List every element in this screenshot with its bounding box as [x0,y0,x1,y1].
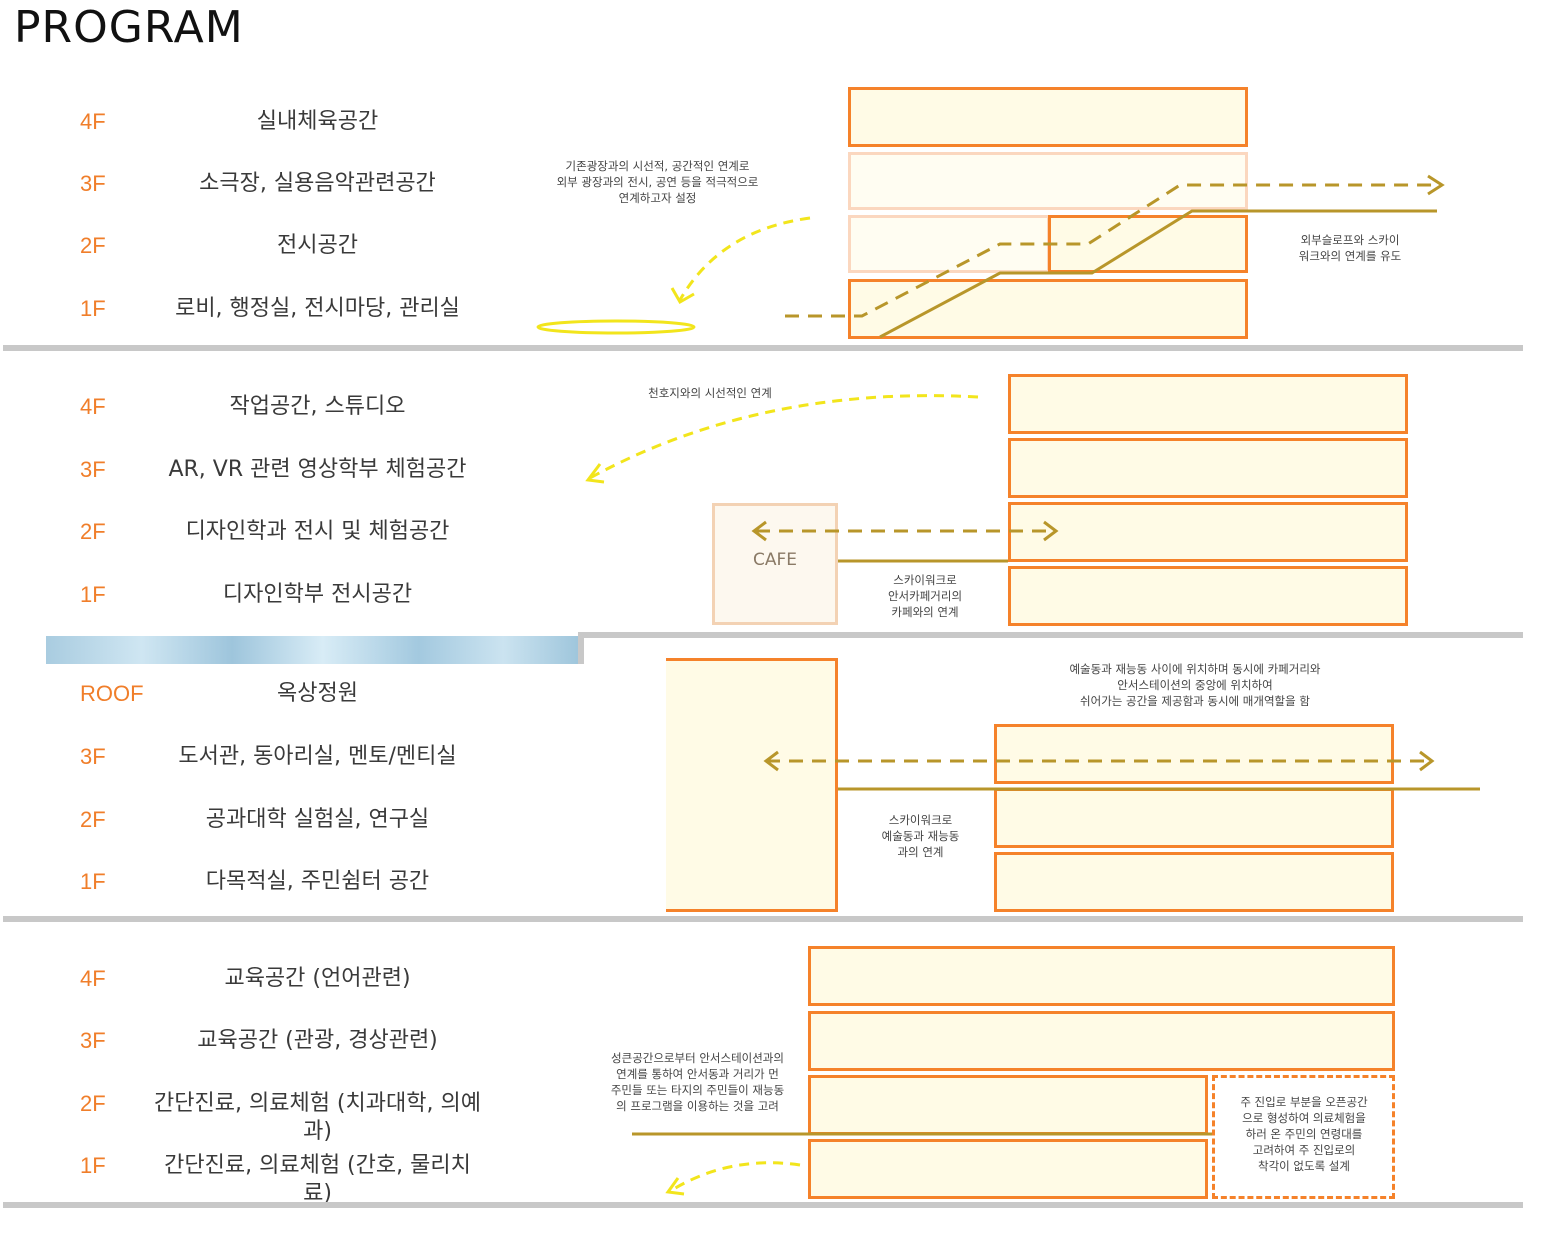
building-floor-box [1008,502,1408,562]
floor-program: 다목적실, 주민쉼터 공간 [205,869,430,894]
building-floor-box [808,946,1395,1006]
building-floor-box [1048,215,1248,273]
building-floor-box [848,152,1248,210]
sightline-arrowhead [665,1177,685,1196]
floor-program: 옥상정원 [277,681,358,706]
floor-program: 전시공간 [277,233,358,258]
floor-program: 디자인학과 전시 및 체험공간 [185,519,450,544]
floor-label: 2F [80,1091,106,1116]
floor-label: 1F [80,296,106,321]
floor-program: 로비, 행정실, 전시마당, 관리실 [175,296,460,321]
water-pattern [46,636,578,664]
annotation-note: 외부슬로프와 스카이 워크와의 연계를 유도 [1298,233,1402,263]
floor-label: 1F [80,1153,106,1178]
building-floor-box [848,215,1050,273]
annotation-note: 스카이워크로 안서카페거리의 카페와의 연계 [887,573,963,619]
floor-program: 소극장, 실용음악관련공간 [199,171,436,196]
floor-label: 1F [80,582,106,607]
floor-program: 공과대학 실험실, 연구실 [205,807,430,832]
floor-program: 작업공간, 스튜디오 [229,394,406,419]
floor-label: 3F [80,171,106,196]
sightline-arrowhead [670,287,695,305]
building-section-box [666,658,838,912]
annotation-note: 스카이워크로 예술동과 재능동 과의 연계 [881,813,960,859]
floor-label: ROOF [80,681,144,706]
floor-program: 간단진료, 의료체험 (치과대학, 의예과) [154,1091,481,1144]
floor-label: 3F [80,457,106,482]
floor-label: 3F [80,744,106,769]
section-divider [580,632,1523,638]
sightline-arrow [589,394,979,480]
building-floor-box [994,788,1394,848]
open-entrance-box [1212,1075,1395,1199]
building-floor-box [1008,374,1408,434]
plaza-ellipse [536,319,696,335]
building-floor-box [808,1075,1208,1135]
floor-program: AR, VR 관련 영상학부 체험공간 [168,457,467,482]
cafe-label: CAFE [752,550,798,570]
building-floor-box [848,87,1248,147]
sightline-arrow [678,216,811,301]
annotation-note: 기존광장과의 시선적, 공간적인 연계로 외부 광장과의 전시, 공연 등을 적… [556,159,759,205]
floor-label: 3F [80,1028,106,1053]
floor-label: 4F [80,966,106,991]
annotation-note: 천호지와의 시선적인 연계 [648,386,772,400]
path-arrowhead [1427,174,1445,196]
floor-label: 2F [80,233,106,258]
floor-label: 4F [80,109,106,134]
annotation-note: 성큰공간으로부터 안서스테이션과의 연계를 통하여 안서동과 거리가 먼 주민들… [610,1051,785,1113]
floor-label: 2F [80,519,106,544]
building-floor-box [1008,438,1408,498]
section-divider [3,1202,1523,1208]
section-divider [578,632,584,664]
building-floor-box [994,724,1394,784]
floor-program: 디자인학부 전시공간 [222,582,413,607]
floor-label: 2F [80,807,106,832]
annotation-note: 예술동과 재능동 사이에 위치하며 동시에 카페거리와 안서스테이션의 중앙에 … [1069,662,1321,708]
section-divider [3,345,1523,351]
building-floor-box [808,1139,1208,1199]
sightline-arrowhead [585,463,605,484]
building-floor-box [1008,566,1408,626]
section-divider [3,916,1523,922]
path-arrowhead [1419,750,1435,772]
floor-program: 교육공간 (관광, 경상관련) [197,1028,438,1053]
building-floor-box [848,279,1248,339]
floor-program: 도서관, 동아리실, 멘토/멘티실 [178,744,457,769]
floor-label: 4F [80,394,106,419]
cafe-box [712,503,838,625]
floor-program: 간단진료, 의료체험 (간호, 물리치료) [164,1153,471,1206]
page-title: PROGRAM [14,2,244,53]
floor-program: 교육공간 (언어관련) [224,966,411,991]
building-floor-box [808,1011,1395,1071]
floor-program: 실내체육공간 [256,109,379,134]
building-floor-box [994,852,1394,912]
floor-label: 1F [80,869,106,894]
sightline-arrow [671,1161,801,1192]
annotation-note: 주 진입로 부분을 오픈공간 으로 형성하여 의료체험을 하러 온 주민의 연령… [1240,1095,1368,1173]
